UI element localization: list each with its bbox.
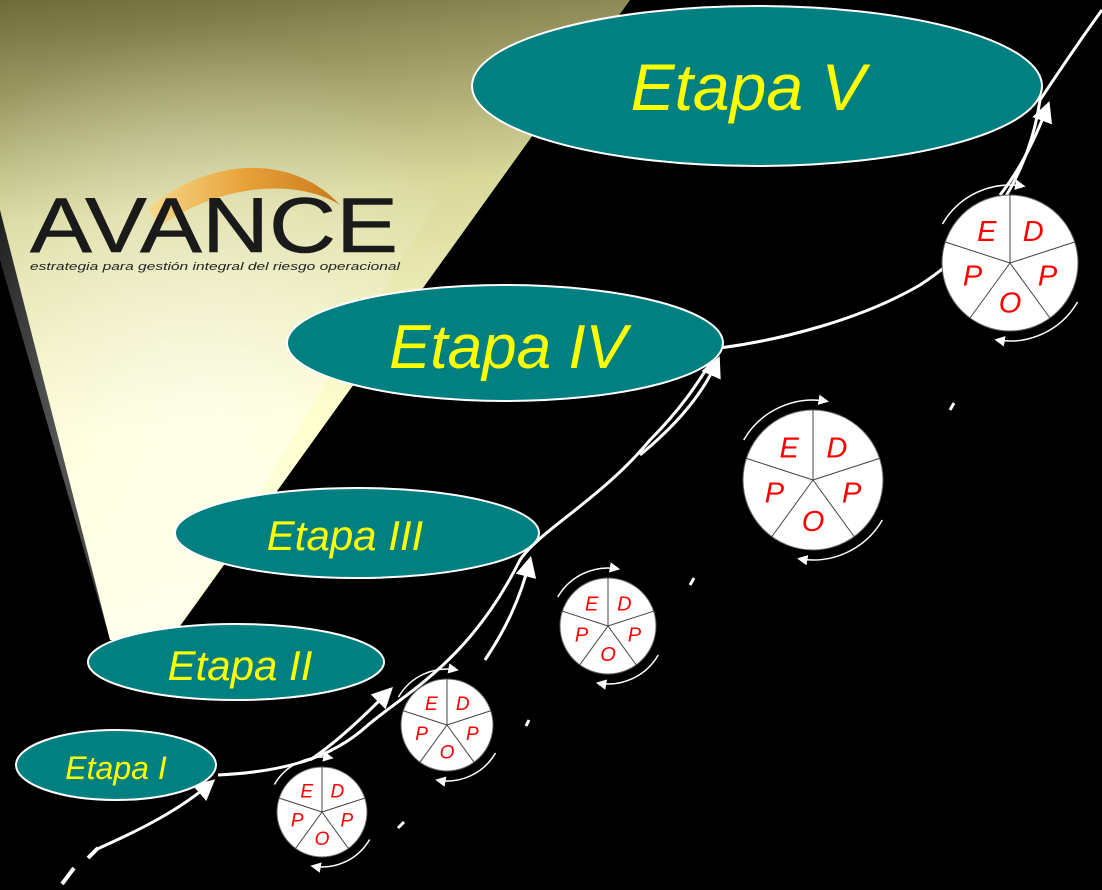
- lead-in-dashes: [60, 846, 100, 886]
- stage-ellipse-4: Etapa IV: [286, 284, 724, 402]
- stage-ellipse-2: Etapa II: [87, 623, 385, 701]
- cycle-spoke: [321, 811, 349, 849]
- cycle-spoke: [446, 724, 475, 763]
- cycle-letter-e: E: [425, 694, 438, 715]
- cycle-spoke: [1009, 241, 1075, 264]
- cycle-spoke: [607, 625, 637, 666]
- cycle-arrow-bottom: [994, 301, 1079, 347]
- cycle-letter-d: D: [826, 432, 847, 464]
- cycle-letter-p: P: [628, 625, 642, 647]
- cycle-letter-d: D: [330, 782, 344, 803]
- cycle-letter-o: O: [315, 829, 330, 850]
- cycle-spoke: [969, 262, 1011, 319]
- cycle-spoke: [403, 710, 448, 726]
- cycle-spoke: [446, 710, 491, 726]
- logo-tagline: estrategia para gestión integral del rie…: [30, 261, 401, 273]
- arrow-to-stage-3: [483, 555, 537, 661]
- cycle-letter-p: P: [1038, 260, 1058, 292]
- arrow-to-stage-4: [639, 356, 721, 457]
- cycle-letter-e: E: [977, 216, 997, 248]
- stage-arrows: [94, 101, 1052, 852]
- cycle-arrow-bottom: [797, 519, 883, 566]
- cycle-arrow-top: [743, 394, 829, 441]
- cycle-spoke: [812, 479, 855, 537]
- cycle-arrow-top: [397, 663, 459, 698]
- cycle-letter-d: D: [1023, 216, 1044, 248]
- stage-label-5: Etapa V: [631, 50, 872, 124]
- cycle-arrow-top: [273, 751, 334, 785]
- cycle-spoke: [419, 724, 448, 763]
- cycle-spoke: [295, 811, 323, 849]
- cycle-spoke: [812, 457, 880, 481]
- cycle-spoke: [746, 457, 814, 481]
- cycle-letter-p: P: [963, 260, 983, 292]
- stage-label-3: Etapa III: [267, 512, 424, 559]
- cycle-letter-p: P: [575, 625, 589, 647]
- stage-ellipse-1: Etapa I: [15, 729, 217, 801]
- cycle-letter-p: P: [340, 811, 353, 832]
- cycle-letter-e: E: [779, 432, 799, 464]
- cycle-letter-d: D: [617, 593, 631, 615]
- logo-swoosh: [148, 167, 340, 226]
- cycle-spoke: [321, 797, 365, 813]
- cycle-letter-o: O: [999, 288, 1022, 320]
- stage-label-2: Etapa II: [168, 642, 313, 689]
- cycle-letter-o: O: [440, 742, 455, 763]
- stage-ellipse-5: Etapa V: [471, 5, 1043, 167]
- cycle-spoke: [771, 479, 814, 537]
- stage-label-4: Etapa IV: [389, 313, 632, 382]
- cycle-arrow-top: [557, 562, 621, 598]
- cycle-letter-p: P: [466, 724, 479, 745]
- cycle-letter-o: O: [600, 644, 616, 666]
- cycle-arrow-bottom: [595, 654, 659, 690]
- cycle-spoke: [562, 610, 609, 627]
- cycle-letter-o: O: [802, 506, 825, 538]
- cycle-letter-e: E: [585, 593, 599, 615]
- cycle-letter-p: P: [842, 478, 862, 510]
- cycle-spoke: [279, 797, 323, 813]
- arrow-start-to-stage-1: [94, 779, 216, 852]
- cycle-letter-p: P: [291, 811, 304, 832]
- cycle-spoke: [607, 610, 654, 627]
- cycle-letter-d: D: [456, 694, 470, 715]
- cycle-arrow-bottom: [310, 839, 371, 873]
- cycle-letter-p: P: [415, 724, 428, 745]
- cycle-spoke: [945, 241, 1011, 264]
- arrow-cycle-1-to-stage-2: [309, 687, 393, 762]
- stage-ellipse-3: Etapa III: [174, 487, 540, 579]
- cycle-spoke: [579, 625, 609, 666]
- cycle-spoke: [1009, 262, 1051, 319]
- cycle-letter-p: P: [765, 478, 785, 510]
- cycle-arrow-bottom: [435, 752, 497, 787]
- logo-wordmark: AVANCE: [30, 181, 398, 269]
- cycle-letter-e: E: [300, 782, 313, 803]
- stage-ellipses: Etapa I Etapa II Etapa III Etapa IV Etap…: [15, 5, 1043, 801]
- cycle-arrow-top: [941, 179, 1026, 225]
- avance-logo: AVANCE estrategia para gestión integral …: [30, 167, 401, 273]
- tick-marks: [396, 402, 956, 830]
- arrow-to-stage-5: [998, 101, 1052, 196]
- stage-label-1: Etapa I: [65, 750, 167, 786]
